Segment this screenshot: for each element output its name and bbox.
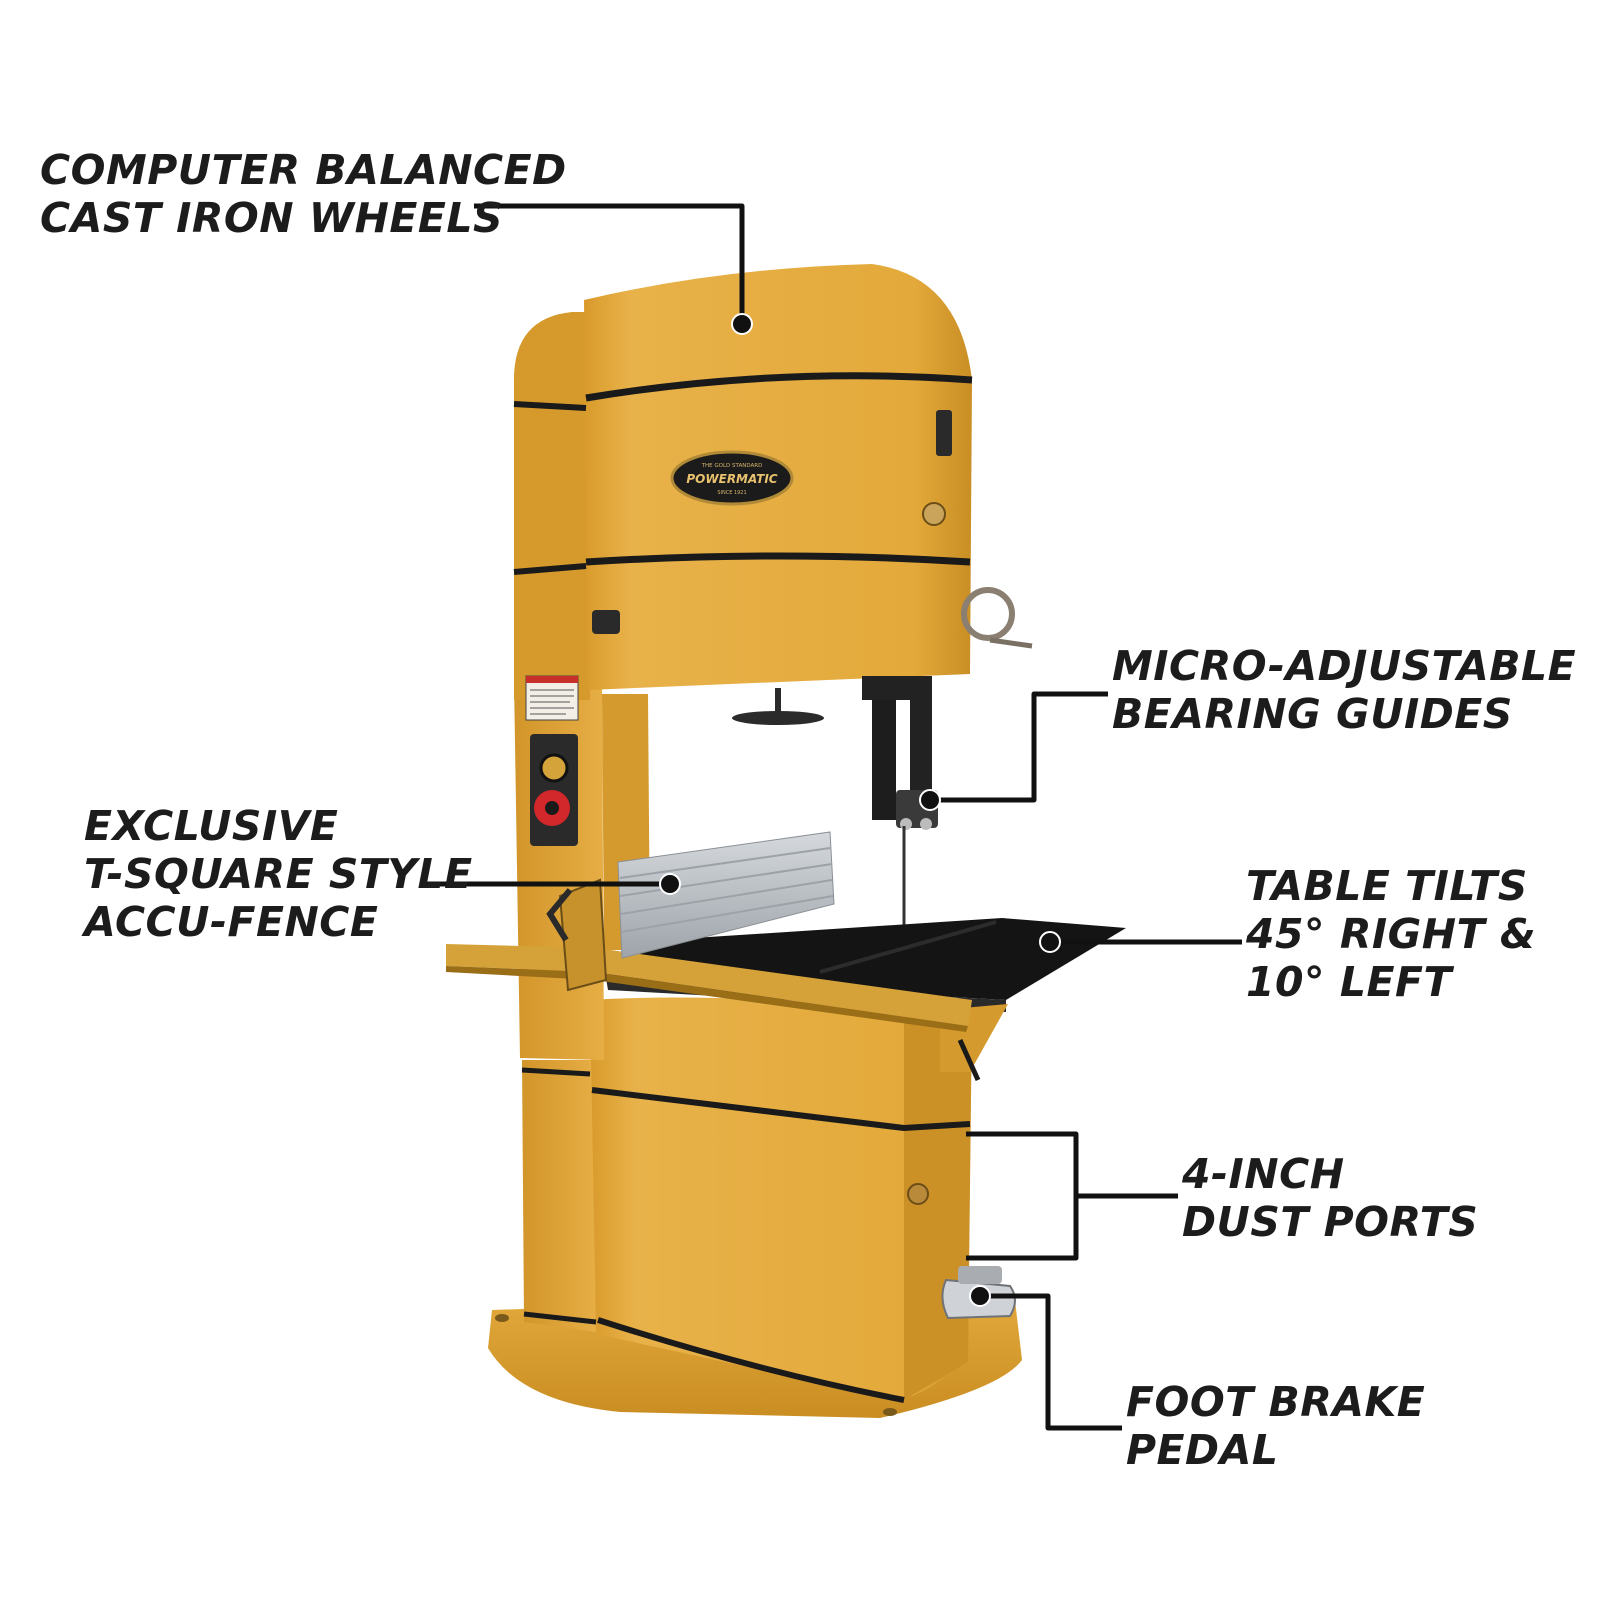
leader-dot [969, 1285, 991, 1307]
leader-dot [659, 873, 681, 895]
leader-wheels [474, 203, 745, 324]
brand-badge-top: THE GOLD STANDARD [701, 463, 763, 469]
housing-knob [922, 502, 946, 526]
leader-dot [1039, 931, 1061, 953]
leader-dust [966, 1131, 1079, 1261]
bearing [900, 818, 912, 830]
viewing-window [936, 410, 952, 456]
stripe [521, 1067, 591, 1077]
guide-post [872, 678, 896, 820]
warning-label-lines [530, 689, 574, 715]
warning-label-header [526, 676, 578, 683]
callout-line: 4-INCH [1182, 1150, 1345, 1198]
warning-label [525, 675, 579, 721]
base-bolt [883, 1408, 897, 1416]
callout-line: PEDAL [1126, 1426, 1279, 1474]
callout-line: MICRO-ADJUSTABLE [1112, 642, 1577, 690]
leader-dot [731, 313, 753, 335]
stripe [523, 1311, 597, 1325]
leader-dot [919, 789, 941, 811]
stripe [513, 563, 587, 575]
stop-button-center [545, 801, 559, 815]
brand-badge-name: POWERMATIC [686, 472, 777, 486]
callout-accu-fence: EXCLUSIVE T-SQUARE STYLE ACCU-FENCE [84, 802, 473, 946]
start-button [539, 753, 569, 783]
base-bolt [495, 1314, 509, 1322]
callout-line: CAST IRON WHEELS [40, 194, 504, 242]
leader-dots [659, 313, 1061, 1307]
table-lock-handle [957, 1038, 981, 1082]
callout-line: ACCU-FENCE [84, 898, 379, 946]
fence-rail-shadow [446, 966, 968, 1032]
callout-cast-iron-wheels: COMPUTER BALANCED CAST IRON WHEELS [40, 146, 567, 242]
pedal-arm [958, 1266, 1002, 1284]
viewing-window [592, 610, 620, 634]
leader-lines [420, 203, 1242, 1431]
brand-badge [670, 450, 794, 506]
callout-foot-brake: FOOT BRAKE PEDAL [1126, 1378, 1425, 1474]
callout-bearing-guides: MICRO-ADJUSTABLE BEARING GUIDES [1112, 642, 1576, 738]
callout-line: COMPUTER BALANCED [40, 146, 567, 194]
upper-housing-side [513, 312, 590, 700]
brand-badge-bottom: SINCE 1921 [717, 490, 746, 496]
callout-line: FOOT BRAKE [1126, 1378, 1426, 1426]
callout-line: 45° RIGHT & [1246, 910, 1537, 958]
callout-dust-ports: 4-INCH DUST PORTS [1182, 1150, 1478, 1246]
stripe [591, 1087, 971, 1132]
switch-box [530, 734, 578, 846]
fence-lock-lever [546, 888, 573, 942]
callout-line: EXCLUSIVE [84, 802, 339, 850]
lower-wheel-door [590, 997, 970, 1400]
leader-guides [930, 691, 1108, 803]
fence-grooves [619, 847, 834, 933]
stripe [597, 1317, 905, 1403]
callout-line: DUST PORTS [1182, 1198, 1479, 1246]
stripe [513, 401, 587, 411]
bearing [920, 818, 932, 830]
handwheel-handle [989, 637, 1033, 649]
tension-handwheel [961, 587, 1015, 641]
upper-guard [862, 676, 932, 792]
stripe [585, 552, 971, 566]
door-knob [907, 1183, 929, 1205]
lower-column [522, 1060, 596, 1332]
leader-brake [980, 1293, 1122, 1431]
callout-line: BEARING GUIDES [1112, 690, 1513, 738]
callout-line: TABLE TILTS [1246, 862, 1528, 910]
stripe [585, 372, 973, 402]
guide-adjust-wheel [732, 711, 824, 725]
accu-fence [617, 831, 835, 959]
callout-table-tilt: TABLE TILTS 45° RIGHT & 10° LEFT [1246, 862, 1536, 1006]
callout-line: 10° LEFT [1246, 958, 1452, 1006]
table-slot [819, 920, 997, 974]
callout-line: T-SQUARE STYLE [84, 850, 473, 898]
